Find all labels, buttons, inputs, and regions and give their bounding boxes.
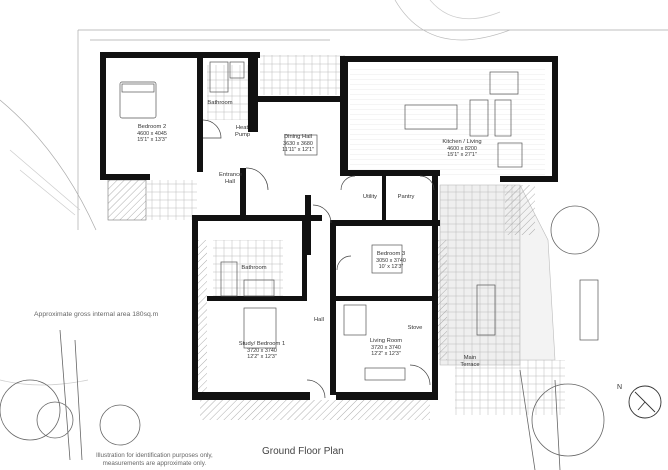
room-metric: 3720 x 3740	[371, 344, 401, 351]
room-label-study-bedroom-1: Study/ Bedroom 1 3720 x 3740 12'2" x 12'…	[239, 341, 285, 361]
walls	[100, 52, 558, 400]
room-label-bathroom-lower: Bathroom	[241, 265, 266, 272]
room-name: Bathroom	[207, 100, 233, 106]
room-name: Entrance Hall	[219, 172, 243, 185]
garden-context	[0, 0, 668, 386]
room-imperial: 11'11" x 12'1"	[282, 147, 314, 154]
room-name: Bedroom 3	[376, 251, 406, 257]
room-name: Hall	[314, 317, 324, 323]
room-metric: 3720 x 3740	[247, 347, 277, 354]
room-name: Stove	[407, 325, 423, 331]
room-name: Utility	[362, 194, 378, 200]
room-imperial: 12'2" x 12'3"	[247, 354, 277, 361]
room-label-bathroom-upper: Bathroom	[207, 100, 232, 107]
room-metric: 4600 x 8200	[447, 145, 477, 152]
doors	[202, 119, 435, 399]
room-metric: 4600 x 4045	[137, 130, 167, 137]
gross-area-note: Approximate gross internal area 180sq.m	[34, 311, 159, 318]
room-metric: 3050 x 3740	[376, 257, 406, 264]
room-name: Study/ Bedroom 1	[238, 341, 286, 347]
room-name: Living Room	[369, 338, 403, 344]
disclaimer: Illustration for identification purposes…	[96, 452, 213, 468]
north-label: N	[617, 384, 623, 391]
room-label-heat-pump: Heat Pump	[235, 125, 251, 138]
room-label-bedroom-2: Bedroom 2 4600 x 4045 15'1" x 13'3"	[137, 124, 167, 144]
room-name: Heat Pump	[235, 125, 251, 138]
room-label-utility: Utility	[363, 194, 377, 201]
room-imperial: 15'1" x 27'1"	[447, 152, 477, 159]
plan-title: Ground Floor Plan	[262, 446, 344, 457]
room-label-bedroom-3: Bedroom 3 3050 x 3740 10' x 12'3"	[376, 251, 406, 271]
room-label-pantry: Pantry	[398, 194, 415, 201]
room-label-main-terrace: Main Terrace	[458, 355, 482, 368]
room-imperial: 15'1" x 13'3"	[137, 137, 167, 144]
room-imperial: 10' x 12'3"	[378, 264, 404, 271]
room-imperial: 12'2" x 12'3"	[371, 351, 401, 358]
room-name: Dining Hall	[283, 134, 313, 140]
furniture	[119, 61, 599, 381]
room-label-stove: Stove	[408, 325, 423, 332]
disclaimer-line: Illustration for identification purposes…	[96, 452, 213, 459]
room-name: Main Terrace	[460, 355, 480, 368]
room-label-living-room: Living Room 3720 x 3740 12'2" x 12'3"	[370, 338, 402, 358]
room-name: Pantry	[397, 194, 415, 200]
room-name: Bedroom 2	[137, 124, 167, 130]
room-metric: 3630 x 3680	[283, 140, 313, 147]
north-arrow	[628, 385, 662, 419]
room-name: Kitchen / Living	[442, 139, 482, 145]
room-floors	[207, 65, 545, 300]
disclaimer-line: measurements are approximate only.	[102, 460, 207, 467]
room-label-hall: Hall	[314, 317, 324, 324]
room-name: Bathroom	[241, 265, 267, 271]
trees	[0, 205, 605, 470]
room-label-kitchen-living: Kitchen / Living 4600 x 8200 15'1" x 27'…	[442, 139, 481, 159]
room-label-entrance-hall: Entrance Hall	[219, 172, 243, 185]
room-label-dining-hall: Dining Hall 3630 x 3680 11'11" x 12'1"	[282, 134, 314, 154]
